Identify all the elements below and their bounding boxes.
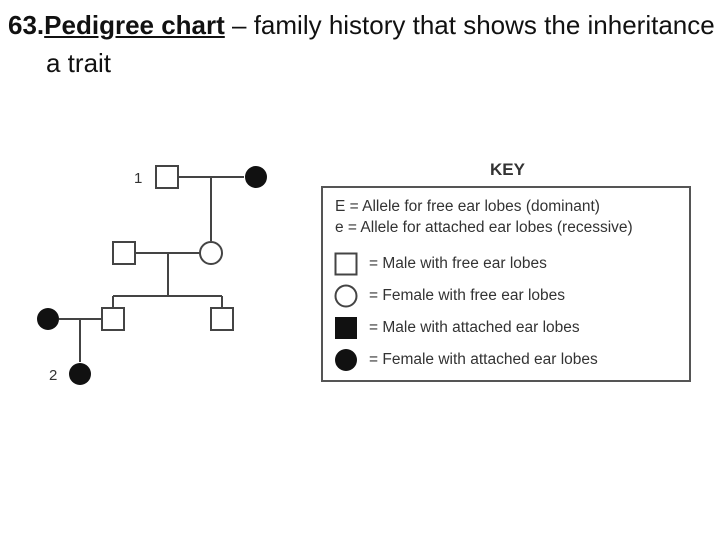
legend-text-female-free: = Female with free ear lobes — [369, 287, 565, 304]
pedigree-label-1: 1 — [134, 170, 142, 187]
male-free-gen3-left — [101, 307, 125, 331]
female-free-gen2 — [199, 241, 223, 265]
male-free-gen2 — [112, 241, 136, 265]
female-attached-gen4 — [69, 363, 91, 385]
circle-filled-icon — [333, 348, 359, 372]
legend-row-female-free: = Female with free ear lobes — [333, 284, 565, 308]
title-definition: – family history that shows the inherita… — [46, 10, 720, 78]
legend-row-female-attached: = Female with attached ear lobes — [333, 348, 598, 372]
circle-open-icon — [333, 284, 359, 308]
legend-text-male-attached: = Male with attached ear lobes — [369, 319, 580, 336]
title-number: 63. — [8, 10, 45, 40]
male-free-gen3-right — [210, 307, 234, 331]
legend-row-male-attached: = Male with attached ear lobes — [333, 316, 580, 340]
slide-title: 63.Pedigree chart – family history that … — [8, 6, 720, 82]
legend-text-male-free: = Male with free ear lobes — [369, 255, 547, 272]
key-box: E = Allele for free ear lobes (dominant)… — [321, 186, 691, 382]
pedigree-label-2: 2 — [49, 367, 57, 384]
square-filled-icon — [333, 316, 359, 340]
allele-recessive: e = Allele for attached ear lobes (reces… — [335, 219, 633, 236]
female-attached-gen3 — [37, 308, 59, 330]
key-heading: KEY — [490, 160, 525, 179]
female-attached-gen1 — [245, 166, 267, 188]
legend-row-male-free: = Male with free ear lobes — [333, 252, 547, 276]
title-term: Pedigree chart — [44, 10, 225, 40]
male-free-gen1 — [155, 165, 179, 189]
allele-dominant: E = Allele for free ear lobes (dominant) — [335, 198, 600, 215]
square-open-icon — [333, 252, 359, 276]
legend-text-female-attached: = Female with attached ear lobes — [369, 351, 598, 368]
